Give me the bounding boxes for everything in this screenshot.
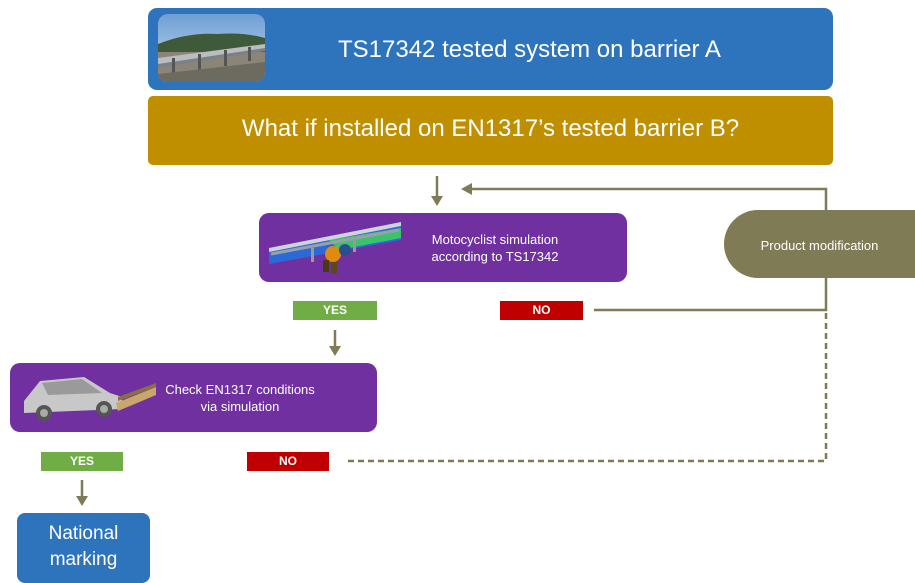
check-en1317-text: Check EN1317 conditions via simulation — [150, 381, 330, 415]
product-modification-box: Product modification — [724, 210, 915, 278]
check-line1: Check EN1317 conditions — [165, 382, 315, 397]
no2-dashed-line — [348, 310, 828, 463]
arrowhead-national — [76, 496, 88, 506]
national-marking-text: National marking — [17, 521, 150, 573]
guardrail-photo — [158, 14, 265, 82]
decision1-no-tag: NO — [500, 301, 583, 320]
motorcyclist-simulation-image — [269, 218, 401, 278]
motorcyclist-line1: Motocyclist simulation — [431, 232, 559, 247]
motorcyclist-simulation-box: Motocyclist simulation according to TS17… — [259, 213, 627, 282]
no1-to-product-line — [594, 278, 828, 312]
arrowhead-feedback — [461, 183, 472, 195]
feedback-line-top — [470, 187, 828, 210]
question-title: What if installed on EN1317’s tested bar… — [241, 115, 740, 142]
national-marking-line2: marking — [49, 549, 118, 570]
decision1-yes-tag: YES — [293, 301, 377, 320]
check-line2: via simulation — [200, 399, 280, 414]
motorcyclist-line2: according to TS17342 — [431, 249, 559, 264]
tested-system-box: TS17342 tested system on barrier A — [148, 8, 833, 90]
car-crash-simulation-image — [18, 367, 158, 429]
decision2-no-tag: NO — [247, 452, 329, 471]
decision2-yes-tag: YES — [41, 452, 123, 471]
question-box: What if installed on EN1317’s tested bar… — [148, 96, 833, 165]
check-en1317-box: Check EN1317 conditions via simulation — [10, 363, 377, 432]
motorcyclist-simulation-text: Motocyclist simulation according to TS17… — [405, 231, 585, 265]
arrowhead-question — [431, 196, 443, 206]
national-marking-box: National marking — [17, 513, 150, 583]
national-marking-line1: National — [48, 523, 119, 544]
arrowhead-check — [329, 346, 341, 356]
product-modification-label: Product modification — [760, 238, 879, 253]
tested-system-title: TS17342 tested system on barrier A — [338, 36, 721, 63]
